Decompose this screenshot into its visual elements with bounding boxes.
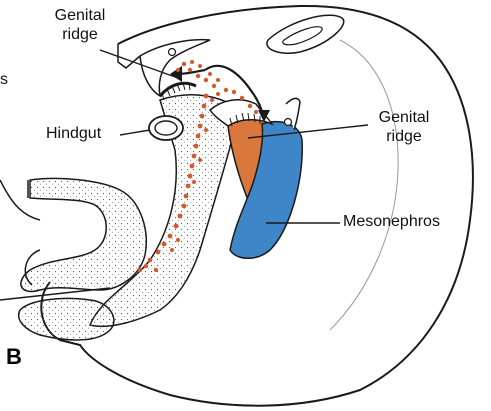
label-genital-ridge-top: Genital ridge bbox=[38, 6, 122, 44]
upper-fold-vessel bbox=[169, 49, 176, 56]
hindgut-cross-section bbox=[149, 116, 183, 140]
migration-arrowhead-left bbox=[170, 66, 182, 82]
right-fold-vessel bbox=[285, 119, 292, 126]
label-genital-ridge-right: Genital ridge bbox=[362, 108, 446, 146]
label-mesonephros: Mesonephros bbox=[343, 212, 440, 231]
embryo-cut-wall bbox=[118, 44, 140, 68]
body-wall-inner-line bbox=[330, 40, 398, 330]
hindgut-tube bbox=[21, 178, 146, 291]
label-hindgut: Hindgut bbox=[46, 124, 101, 143]
label-genital-ridge-right-line2: ridge bbox=[362, 127, 446, 146]
label-genital-ridge-right-line1: Genital bbox=[362, 108, 446, 127]
label-genital-ridge-top-line1: Genital bbox=[38, 6, 122, 25]
leader-hindgut bbox=[120, 130, 150, 135]
panel-letter: B bbox=[6, 344, 22, 370]
cloacal-outline bbox=[19, 298, 114, 340]
label-cropped-left-fragment: s bbox=[0, 70, 8, 89]
label-genital-ridge-top-line2: ridge bbox=[38, 25, 122, 44]
